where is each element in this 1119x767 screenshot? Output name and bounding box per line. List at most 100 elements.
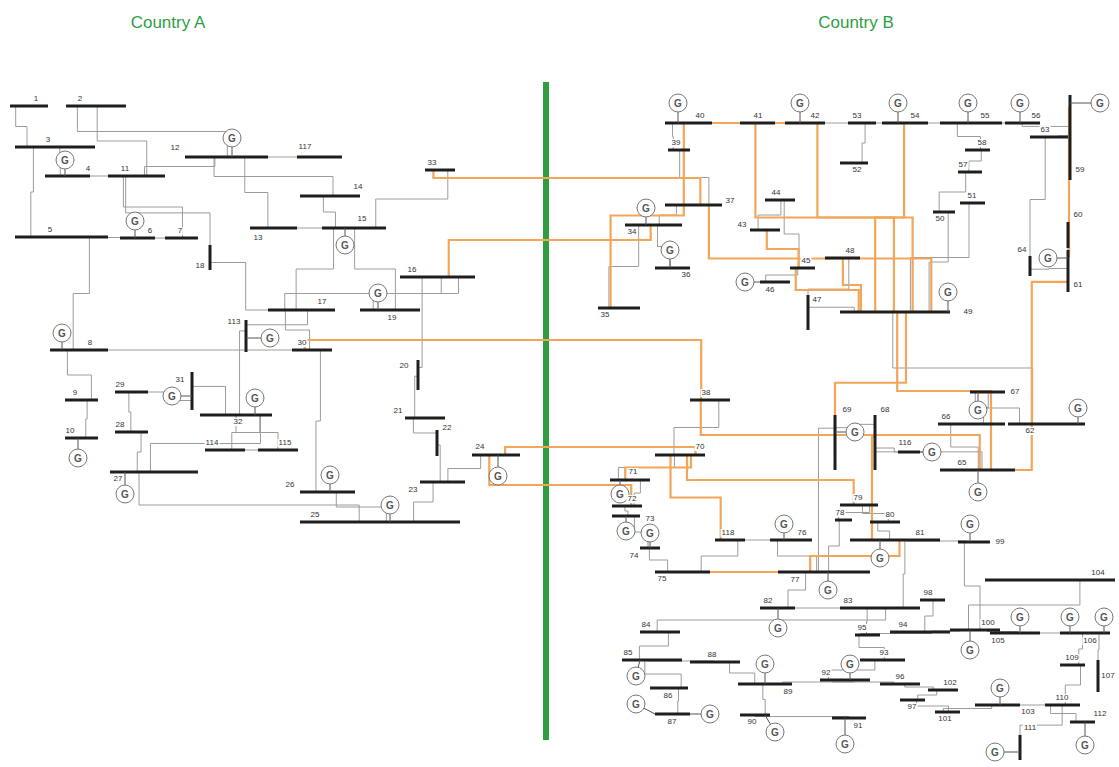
generator-label: G (964, 99, 972, 109)
bus-number: 95 (857, 624, 868, 632)
generator-symbol (959, 94, 977, 112)
bus-number: 56 (1031, 112, 1042, 120)
bus-number: 25 (310, 511, 321, 519)
interconnection-line (755, 123, 912, 312)
bus-number: 110 (1055, 694, 1070, 702)
generator-symbol (617, 522, 635, 540)
generator-symbol (246, 389, 264, 407)
bus-number: 40 (695, 112, 706, 120)
transmission-line (766, 268, 798, 282)
bus-bar (855, 634, 880, 637)
bus-bar (300, 195, 360, 198)
bus-bar (250, 227, 297, 230)
generator-label: G (326, 471, 334, 481)
bus-number: 74 (629, 552, 640, 560)
bus-number: 30 (297, 339, 308, 347)
bus-number: 91 (853, 722, 864, 730)
transmission-line (758, 200, 781, 230)
interconnection-line (796, 268, 859, 312)
bus-bar (50, 349, 108, 352)
bus-bar (1069, 95, 1072, 180)
generator-label: G (1044, 254, 1052, 264)
generator-label: G (1074, 404, 1082, 414)
generator-label: G (266, 334, 274, 344)
bus-bar (690, 661, 740, 664)
transmission-line (969, 150, 981, 172)
bus-bar (778, 571, 870, 574)
interconnection-line (767, 230, 799, 268)
country-label: Country B (818, 14, 894, 31)
bus-bar (760, 281, 790, 284)
bus-bar (300, 521, 460, 524)
bus-number: 117 (298, 143, 313, 151)
bus-bar (770, 539, 812, 542)
transmission-line (86, 400, 87, 438)
bus-number: 37 (725, 197, 736, 205)
bus-bar (970, 391, 1005, 394)
bus-number: 92 (821, 669, 832, 677)
transmission-line (639, 632, 668, 660)
orange-lines (305, 108, 1070, 572)
bus-number: 101 (937, 715, 952, 723)
bus-number: 32 (233, 418, 244, 426)
bus-bar (322, 227, 386, 230)
bus-number: 77 (790, 576, 801, 584)
bus-number: 4 (85, 165, 91, 173)
transmission-line (1020, 705, 1062, 745)
bus-bar (928, 689, 958, 692)
bus-bar (10, 105, 48, 108)
transmission-line (1030, 137, 1045, 262)
generator-symbol (775, 515, 793, 533)
bus-bar (933, 211, 955, 214)
generator-label: G (1081, 741, 1089, 751)
interconnection-line (709, 205, 931, 312)
generator-symbol (489, 467, 507, 485)
bus-bar (840, 311, 950, 314)
interconnection-line (433, 170, 700, 205)
bus-bar (690, 399, 730, 402)
generator-label: G (966, 520, 974, 530)
transmission-line (788, 572, 806, 608)
bus-number: 69 (842, 406, 853, 414)
transmission-line (316, 350, 320, 492)
bus-bar (985, 579, 1115, 582)
bus-bar (840, 607, 920, 610)
interconnection-line (835, 312, 906, 454)
bus-bar (165, 237, 198, 240)
bus-number: 83 (843, 597, 854, 605)
bus-number: 13 (253, 234, 264, 242)
generator-symbol (637, 199, 655, 217)
generators (53, 94, 1113, 761)
transmission-line (355, 228, 396, 310)
bus-bar (436, 430, 439, 456)
transmission-line (210, 263, 281, 311)
generator-label: G (796, 99, 804, 109)
bus-bar (965, 149, 990, 152)
bus-number: 65 (957, 459, 968, 467)
bus-number: 90 (747, 718, 758, 726)
bus-bar (1067, 250, 1070, 292)
bus-bar (935, 711, 960, 714)
generator-label: G (1066, 613, 1074, 623)
generator-symbol (836, 735, 854, 753)
bus-bar (898, 451, 920, 454)
bus-bar (1045, 704, 1080, 707)
bus-bars (10, 95, 1115, 760)
bus-bar (625, 224, 682, 227)
transmission-line (969, 580, 1080, 630)
bus-bar (835, 519, 852, 522)
interconnection-line (305, 340, 701, 400)
generator-symbol (1076, 736, 1094, 754)
generator-symbol (669, 94, 687, 112)
bus-number: 43 (737, 221, 748, 229)
bus-number: 71 (628, 468, 639, 476)
bus-number: 61 (1073, 281, 1084, 289)
generator-label: G (228, 134, 236, 144)
bus-bar (417, 360, 420, 390)
bus-number: 42 (810, 112, 821, 120)
bus-number: 18 (195, 262, 206, 270)
bus-number: 78 (835, 509, 846, 517)
bus-bar (807, 295, 810, 330)
generator-label: G (841, 740, 849, 750)
